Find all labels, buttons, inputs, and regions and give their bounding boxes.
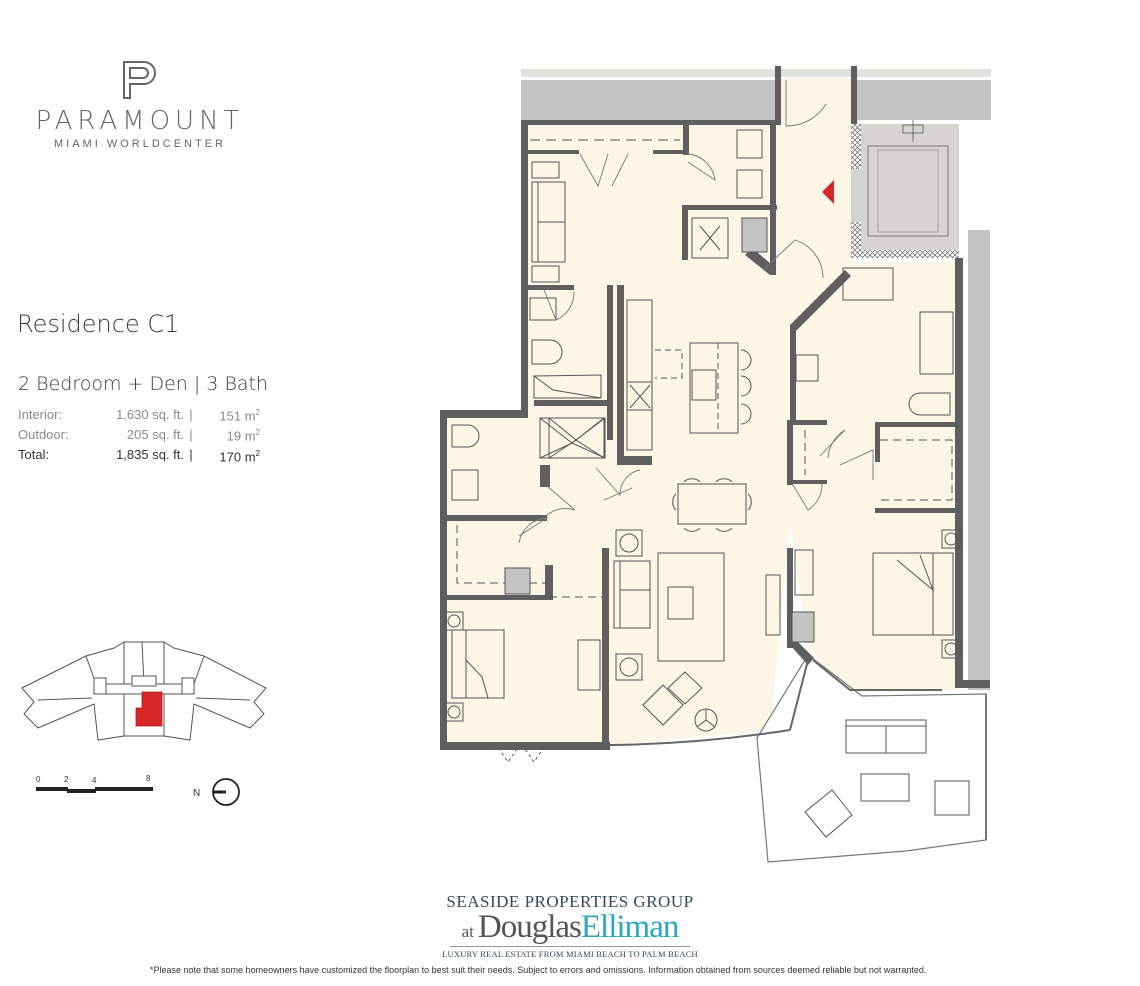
wall-angled-pantry [745, 248, 776, 275]
furniture [444, 129, 970, 838]
paramount-p-logo-icon [123, 61, 156, 99]
corridor-shade-left [521, 80, 778, 120]
area-m2-value: 19 m [226, 428, 256, 444]
window-living-curved [609, 729, 791, 746]
window-living-angled [789, 659, 809, 731]
brand-subtitle: MIAMI WORLDCENTER [54, 138, 226, 150]
area-separator: | [189, 406, 193, 422]
area-label: Interior: [18, 406, 63, 422]
disclaimer-text: *Please note that some homeowners have c… [150, 965, 927, 975]
douglas-elliman-logo: SEASIDE PROPERTIES GROUP at DouglasEllim… [430, 892, 710, 959]
area-label: Outdoor: [18, 426, 69, 442]
area-label: Total: [18, 447, 50, 463]
scale-bar: 0 2 4 8 [36, 774, 153, 793]
residence-configuration: 2 Bedroom + Den | 3 Bath [18, 373, 269, 395]
building-keyplan [21, 641, 267, 741]
area-m2-sup: 2 [255, 428, 260, 438]
area-m2: 151 m2 [198, 404, 260, 424]
elevator [851, 120, 959, 258]
area-m2-sup: 2 [255, 448, 260, 458]
scale-tick-0: 0 [36, 775, 41, 784]
area-sqft: 1,630 sq. ft. [116, 406, 184, 422]
logo-douglas: Douglas [477, 909, 582, 945]
exterior-right-band [968, 230, 990, 690]
logo-brand-line: at DouglasElliman [430, 911, 710, 944]
logo-elliman: Elliman [580, 909, 679, 945]
area-m2-value: 170 m [219, 448, 256, 464]
logo-at: at [461, 922, 474, 941]
area-sqft: 1,835 sq. ft. [116, 447, 184, 463]
wall-angled-corner [790, 640, 814, 665]
logo-rule [450, 946, 690, 947]
area-m2: 19 m2 [198, 424, 260, 444]
north-compass: N [190, 776, 246, 811]
area-row-interior: Interior: 1,630 sq. ft. | 151 m2 [18, 404, 260, 424]
area-m2: 170 m2 [198, 445, 260, 465]
compass-icon: N [193, 778, 240, 806]
scale-tick-2: 2 [64, 775, 69, 784]
compass-label: N [193, 788, 200, 799]
area-separator: | [189, 447, 193, 463]
residence-title: Residence C1 [17, 310, 180, 338]
exterior-top-band [521, 69, 991, 77]
floor-plan [440, 66, 991, 863]
brand-logo: PARAMOUNT MIAMI WORLDCENTER [0, 60, 280, 150]
terrace-outline [756, 654, 987, 863]
scale-tick-8: 8 [146, 774, 151, 783]
area-sqft: 205 sq. ft. [126, 426, 184, 442]
window-master [812, 659, 942, 691]
corridor-shade-right [851, 80, 991, 120]
logo-group-name: SEASIDE PROPERTIES GROUP [446, 892, 694, 911]
area-row-total: Total: 1,835 sq. ft. | 170 m2 [18, 445, 260, 465]
area-table: Interior: 1,630 sq. ft. | 151 m2 Outdoor… [18, 404, 260, 465]
logo-tagline: LUXURY REAL ESTATE FROM MIAMI BEACH TO P… [442, 949, 698, 959]
area-m2-sup: 2 [255, 408, 260, 417]
unit-highlight [135, 691, 163, 727]
area-separator: | [189, 426, 193, 442]
area-row-outdoor: Outdoor: 205 sq. ft. | 19 m2 [18, 424, 260, 444]
wall-angled-bath [790, 270, 851, 331]
area-m2-value: 151 m [219, 408, 256, 424]
brand-name: PARAMOUNT [35, 106, 245, 136]
doors [518, 80, 874, 544]
scale-tick-4: 4 [92, 776, 97, 785]
interior-floor [445, 78, 960, 745]
entry-arrow-icon [822, 180, 834, 204]
